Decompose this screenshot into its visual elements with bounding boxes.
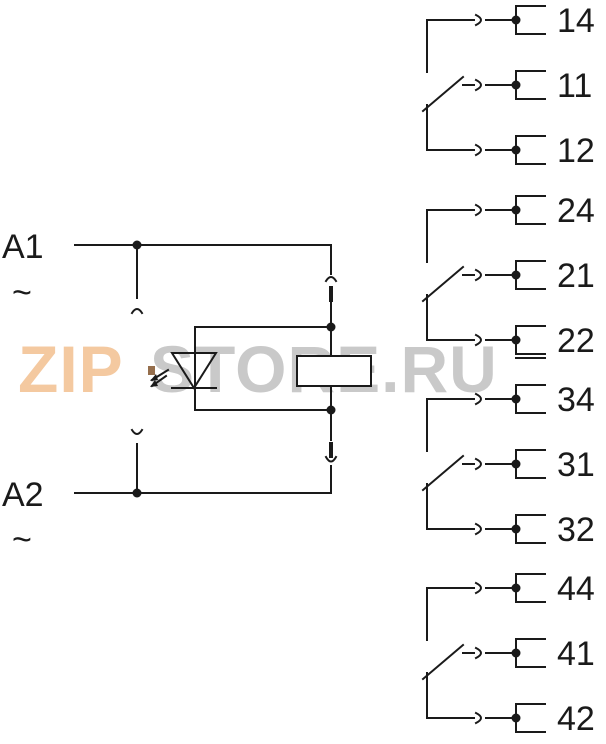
plug-connector: [474, 522, 482, 536]
terminal-label: 22: [557, 322, 595, 360]
terminal-label: 21: [557, 257, 595, 295]
no-contact-wire: [426, 587, 475, 641]
nc-contact-wire: [426, 483, 475, 530]
contact-group: 14 11 12: [421, 2, 595, 170]
junction-dot: [132, 240, 142, 250]
contact-group: 34 31 32: [421, 381, 595, 549]
terminal-label: 32: [557, 511, 595, 549]
plug-connector: [474, 78, 482, 92]
plug-connector-top-right: [324, 276, 338, 283]
moving-contact: [421, 454, 465, 492]
terminal-label: 14: [557, 2, 595, 40]
terminal-bracket: [515, 384, 546, 414]
terminal-label: 12: [557, 132, 595, 170]
terminal-bracket: [515, 449, 546, 479]
terminal-label: 31: [557, 446, 595, 484]
plug-connector-bottom-right: [324, 455, 338, 463]
moving-contact: [421, 643, 465, 681]
ac-mark-a2: ~: [12, 521, 32, 559]
moving-contact: [421, 265, 465, 303]
terminal-label: 42: [557, 700, 595, 738]
moving-contact: [421, 75, 465, 113]
coil-rect: [296, 355, 372, 387]
coil-circuit: [74, 240, 372, 498]
terminal-label: 24: [557, 192, 595, 230]
terminal-bracket: [515, 638, 546, 668]
nc-contact-wire: [426, 104, 475, 151]
terminal-bracket: [515, 5, 546, 35]
plug-connector: [474, 13, 482, 27]
contact-group: 24 21 22: [421, 192, 595, 360]
terminal-label-a2: A2: [2, 476, 44, 514]
terminal-bracket: [515, 195, 546, 225]
led-arrows-icon: [148, 366, 170, 388]
plug-connector: [474, 333, 482, 347]
inner-loop-wire: [194, 326, 332, 411]
no-contact-wire: [426, 19, 475, 73]
terminal-bracket: [515, 135, 546, 165]
plug-connector: [474, 392, 482, 406]
nc-contact-wire: [426, 672, 475, 719]
plug-connector: [474, 581, 482, 595]
watermark: ZIP STORE.RU: [18, 332, 497, 406]
terminal-bracket: [515, 514, 546, 544]
nc-contact-wire: [426, 294, 475, 341]
plug-connector: [474, 268, 482, 282]
no-contact-wire: [426, 209, 475, 263]
plug-connector: [474, 203, 482, 217]
contact-groups: 14 11 12 24 21 22 34 31 32 44 41 42: [421, 2, 595, 738]
terminal-label-a1: A1: [2, 228, 44, 266]
plug-connector: [474, 646, 482, 660]
terminal-label: 11: [557, 67, 592, 105]
watermark-part1: ZIP: [18, 332, 124, 406]
led-connector-top: [130, 308, 144, 315]
terminal-label: 34: [557, 381, 595, 419]
terminal-bracket: [515, 70, 546, 100]
diode-icon: [170, 352, 218, 390]
led-connector-bottom: [130, 428, 144, 435]
no-contact-wire: [426, 398, 475, 452]
terminal-label: 44: [557, 570, 595, 608]
terminal-bracket: [515, 703, 546, 733]
plug-connector: [474, 711, 482, 725]
contact-group: 44 41 42: [421, 570, 595, 738]
terminal-bracket: [515, 573, 546, 603]
terminal-bracket: [515, 260, 546, 290]
plug-connector: [474, 457, 482, 471]
terminal-label: 41: [557, 635, 595, 673]
plug-connector: [474, 143, 482, 157]
coil-labels: A1 ~ A2 ~: [2, 228, 44, 559]
terminal-bracket: [515, 325, 546, 355]
junction-dot: [132, 488, 142, 498]
ac-mark-a1: ~: [12, 274, 32, 312]
